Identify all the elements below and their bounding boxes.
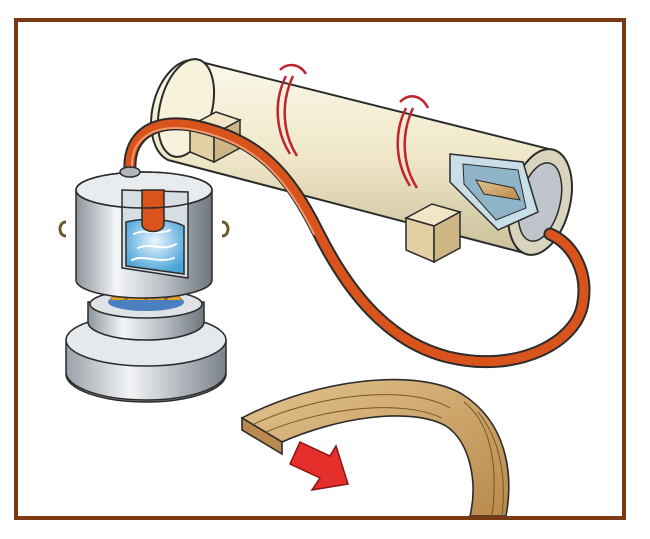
bent-wood-strip [240,378,510,516]
tube-ties [276,63,430,189]
illustration-frame [14,18,626,520]
steam-tube [150,58,573,256]
camp-stove [65,287,227,403]
steam-bending-illustration [58,58,591,516]
water-pot [58,166,230,299]
support-block-right [404,203,462,264]
steam-hose [123,117,591,369]
red-arrow [289,441,349,492]
